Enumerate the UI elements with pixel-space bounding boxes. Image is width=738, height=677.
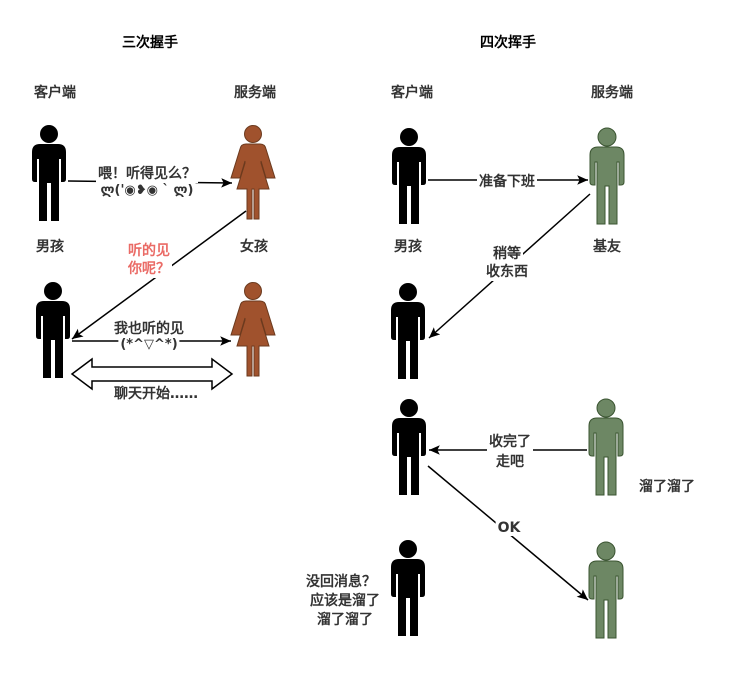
- friend-person-icon-1: [589, 127, 625, 225]
- boy-person-icon-5: [392, 399, 426, 495]
- boy-person-icon-1: [32, 125, 66, 221]
- msg2-line1: 听的见: [126, 240, 172, 260]
- msg3-line1: 我也听的见: [112, 318, 186, 338]
- left-client-header: 客户端: [34, 85, 76, 101]
- chat-double-arrow: [70, 357, 234, 391]
- left-title: 三次握手: [122, 35, 178, 51]
- ack1-line2: 收东西: [484, 261, 530, 281]
- left-server-header: 服务端: [234, 85, 276, 101]
- right-client-header: 客户端: [391, 85, 433, 101]
- fin2-line2: 走吧: [494, 451, 526, 471]
- right-server-header: 服务端: [591, 85, 633, 101]
- chat-label: 聊天开始……: [112, 383, 200, 403]
- friend-note: 溜了溜了: [639, 479, 695, 495]
- msg2-line2: 你呢？: [126, 258, 172, 278]
- ack1-line1: 稍等: [491, 243, 523, 263]
- fin2-line1: 收完了: [487, 431, 533, 451]
- fin1-label: 准备下班: [477, 171, 537, 191]
- boy-person-icon-2: [36, 282, 70, 378]
- final-line1: 没回消息？: [306, 574, 376, 590]
- boy-person-icon-4: [391, 283, 425, 379]
- right-boy-label: 男孩: [394, 239, 422, 255]
- boy-label: 男孩: [36, 239, 64, 255]
- girl-female-person-icon-2: [230, 282, 276, 377]
- friend-person-icon-3: [588, 541, 624, 639]
- final-line3: 溜了溜了: [317, 612, 373, 628]
- boy-person-icon-6: [391, 540, 425, 636]
- girl-label: 女孩: [240, 239, 268, 255]
- msg1-line1: 喂！听得见么？: [96, 163, 198, 183]
- friend-label: 基友: [593, 239, 621, 255]
- ack2-label: OK: [495, 520, 523, 536]
- girl-female-person-icon-1: [230, 125, 276, 220]
- final-line2: 应该是溜了: [310, 593, 380, 609]
- msg1-line2: ლ('◉❥◉ ` ლ): [98, 183, 196, 198]
- friend-person-icon-2: [588, 398, 624, 496]
- right-title: 四次挥手: [480, 35, 536, 51]
- boy-person-icon-3: [392, 128, 426, 224]
- msg3-line2: (*^▽^*): [118, 337, 180, 352]
